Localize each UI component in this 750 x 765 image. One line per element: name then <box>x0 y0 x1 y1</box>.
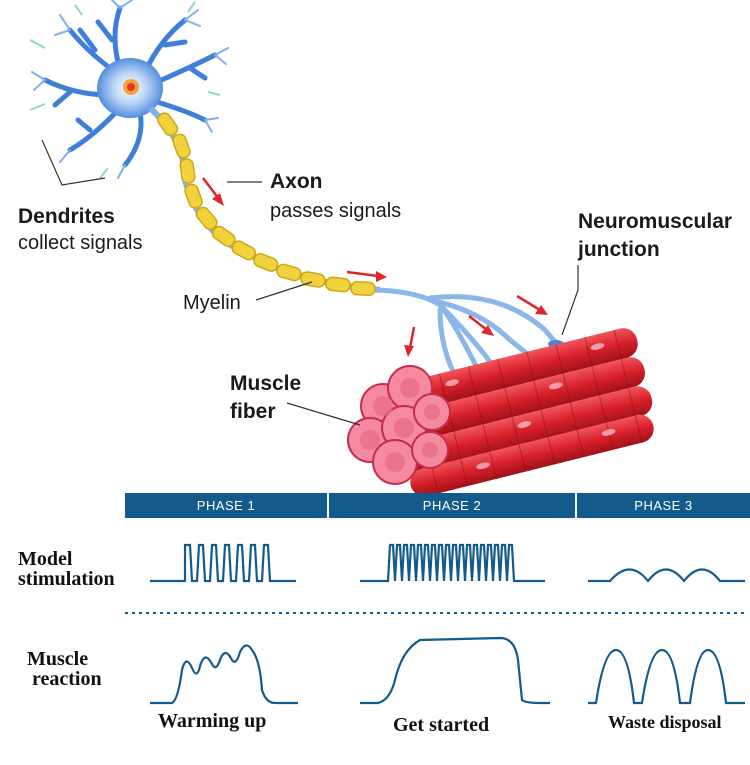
reaction-waves <box>150 636 745 705</box>
muscle-fiber-label-line1: Muscle <box>230 372 302 395</box>
phase-3-header: PHASE 3 <box>577 493 750 518</box>
dendrites-subtitle: collect signals <box>18 232 143 254</box>
neuromuscular-label-line2: junction <box>578 238 660 261</box>
dendrites-title: Dendrites <box>18 205 115 228</box>
axon-terminals <box>375 287 558 436</box>
myelin-pointer <box>255 281 313 301</box>
stimulation-row-label-line1: Model <box>18 548 73 570</box>
dendrites-pointer <box>41 139 106 186</box>
axon <box>147 105 564 440</box>
muscle-fiber-pointer <box>286 402 361 426</box>
phase-1-header: PHASE 1 <box>125 493 327 518</box>
caption-phase-1: Warming up <box>158 710 267 732</box>
neuron-cell-body <box>29 0 229 179</box>
muscle-fiber-label-line2: fiber <box>230 400 276 423</box>
stimulation-wave-phase-2 <box>360 543 545 583</box>
muscle-fiber-bundle <box>347 328 654 497</box>
caption-phase-3: Waste disposal <box>608 712 722 732</box>
junction-pointer <box>561 265 579 336</box>
pointer-lines <box>41 139 579 426</box>
stimulation-wave-phase-1 <box>150 543 296 583</box>
stimulation-row-label-line2: stimulation <box>18 568 115 590</box>
myelin-sheath <box>156 112 376 297</box>
axon-subtitle: passes signals <box>270 200 402 222</box>
myelin-label: Myelin <box>183 292 241 314</box>
reaction-row-label-line2: reaction <box>32 668 102 690</box>
reaction-wave-phase-3 <box>588 648 745 705</box>
phase-2-header: PHASE 2 <box>329 493 575 518</box>
stimulation-wave-phase-3 <box>588 568 745 583</box>
axon-title: Axon <box>270 170 323 193</box>
neuromuscular-label-line1: Neuromuscular <box>578 210 733 233</box>
reaction-wave-phase-1 <box>150 644 298 705</box>
signal-arrows <box>202 177 548 357</box>
caption-phase-2: Get started <box>393 714 490 736</box>
reaction-row-label-line1: Muscle <box>27 648 89 670</box>
stimulation-waves <box>150 543 745 583</box>
reaction-wave-phase-2 <box>360 636 550 705</box>
